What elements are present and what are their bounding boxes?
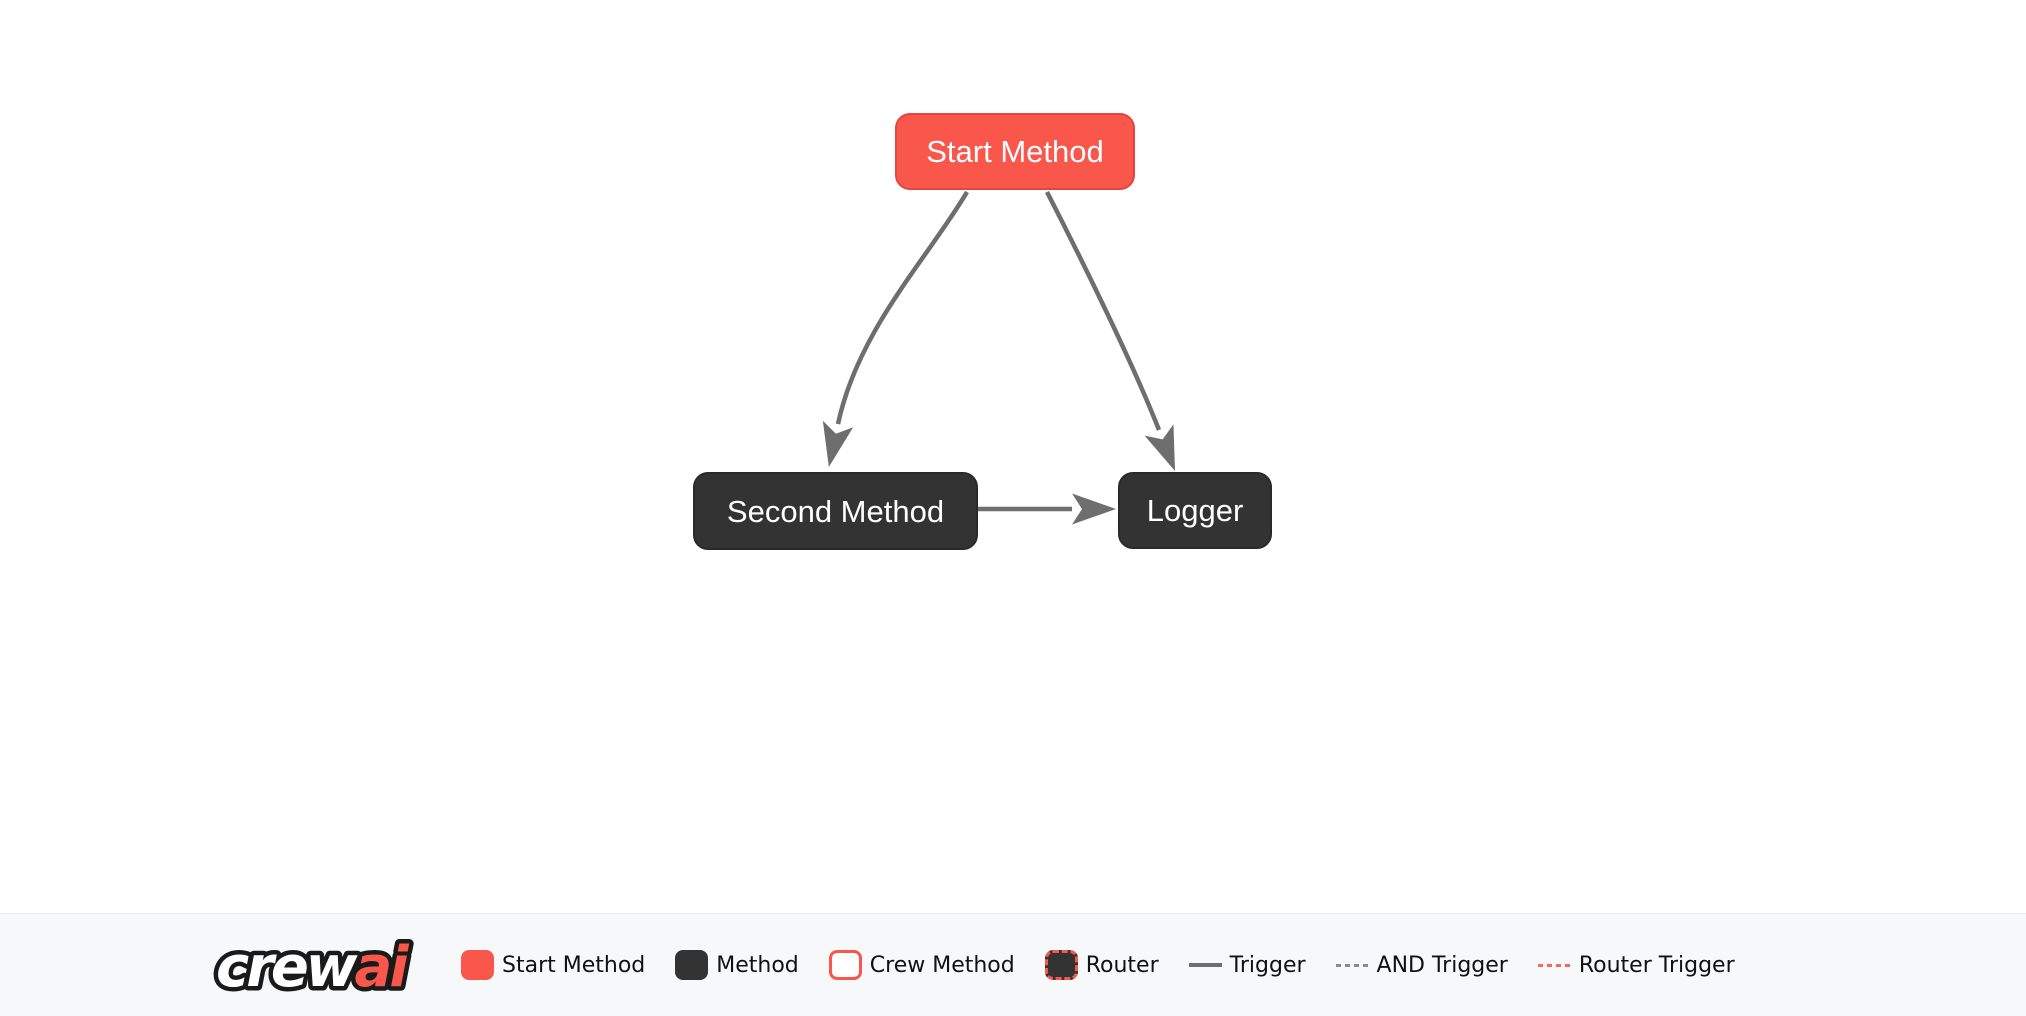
legend-item-and-trigger: AND Trigger (1335, 952, 1508, 978)
method-swatch-icon (675, 950, 709, 980)
legend-item-router: Router (1044, 950, 1159, 980)
legend-item-start-method: Start Method (461, 950, 645, 980)
legend-label: AND Trigger (1376, 952, 1508, 978)
legend-item-trigger: Trigger (1188, 952, 1306, 978)
router-trigger-line-icon (1537, 963, 1571, 967)
legend-item-crew-method: Crew Method (828, 950, 1015, 980)
crewai-logo: crewai (212, 931, 417, 1005)
svg-text:crewai: crewai (216, 935, 409, 1000)
legend-label: Crew Method (869, 952, 1015, 978)
node-logger[interactable]: Logger (1118, 472, 1272, 549)
edge-start-to-second-method (822, 190, 969, 468)
legend-item-method: Method (675, 950, 799, 980)
legend-label: Trigger (1229, 952, 1306, 978)
flow-canvas[interactable]: Start Method Second Method Logger (0, 0, 2026, 913)
node-start-method[interactable]: Start Method (895, 113, 1135, 190)
router-swatch-icon (1044, 950, 1078, 980)
legend-item-router-trigger: Router Trigger (1537, 952, 1735, 978)
legend-label: Method (716, 952, 799, 978)
legend-label: Router Trigger (1578, 952, 1735, 978)
legend-bar: crewai Start Method Method Crew Method R… (0, 913, 2026, 1016)
edge-start-to-logger (1044, 190, 1176, 471)
trigger-line-icon (1188, 963, 1222, 967)
legend-label: Start Method (502, 952, 646, 978)
start-method-swatch-icon (461, 950, 494, 980)
node-second-method[interactable]: Second Method (693, 472, 978, 550)
and-trigger-line-icon (1335, 963, 1369, 967)
crew-method-swatch-icon (828, 950, 862, 980)
legend-label: Router (1085, 952, 1159, 978)
logo-crew-text: crew (216, 935, 358, 1000)
logo-ai-text: ai (355, 935, 410, 1000)
